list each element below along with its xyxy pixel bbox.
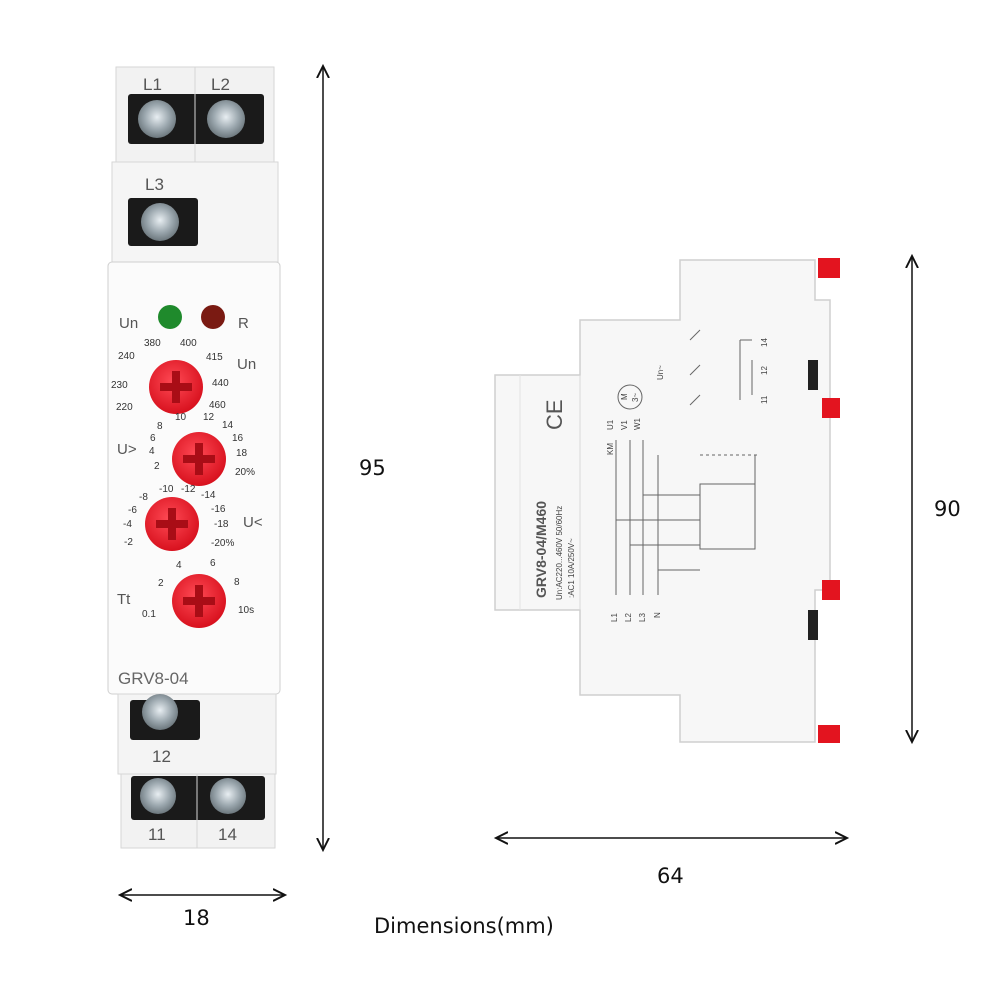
dial-tick: 16 (232, 433, 244, 444)
screw-icon (141, 203, 179, 241)
side-spec-voltage: Un:AC220...460V 50/60Hz (555, 506, 564, 600)
screw-icon (207, 100, 245, 138)
dial-tick: 440 (212, 378, 229, 389)
dial-tick: -4 (123, 519, 132, 530)
diagram-label: L1 (610, 613, 619, 622)
dial-tick: 20% (235, 467, 255, 478)
dial-tick: -12 (181, 484, 196, 495)
terminal-label-l2: L2 (211, 75, 230, 94)
dial-tick: 12 (203, 412, 215, 423)
front-model-label: GRV8-04 (118, 669, 189, 688)
dial-tick: 2 (158, 578, 164, 589)
power-led-icon (158, 305, 182, 329)
dial-tick: -10 (159, 484, 174, 495)
led-label-r: R (238, 315, 249, 332)
diagram-label: M (620, 393, 629, 400)
dial-tick: 6 (210, 558, 216, 569)
side-height-label: 90 (934, 497, 961, 521)
dial-tick: -6 (128, 505, 137, 516)
diagram-label: 11 (760, 395, 769, 404)
dial-under-voltage[interactable]: U< -2 -4 -6 -8 -10 -12 -14 -16 -18 -20% (123, 484, 263, 551)
dial-tick: -20% (211, 538, 234, 549)
side-width-label: 64 (657, 864, 684, 888)
led-label-un: Un (119, 315, 138, 332)
side-spec-contact: :AC1 10A/250V~ (567, 538, 576, 598)
diagram-label: Un~ (656, 365, 665, 380)
ce-mark: CE (542, 399, 567, 430)
dial-tick: 240 (118, 351, 135, 362)
dial-tick: 2 (154, 461, 160, 472)
dial-tick: 18 (236, 448, 248, 459)
front-view: L1 L2 L3 Un R Un 240 230 220 380 400 415… (107, 66, 281, 849)
din-clip-top (818, 258, 840, 278)
dial-tick: 14 (222, 420, 234, 431)
dial-tick: 10s (238, 605, 254, 616)
dial-label-under: U< (243, 514, 263, 531)
terminal-label-12: 12 (152, 747, 171, 766)
dial-tick: 400 (180, 338, 197, 349)
dial-time[interactable]: Tt 0.1 2 4 6 8 10s (117, 558, 254, 628)
diagram-label: 14 (760, 338, 769, 347)
wiring-diagram (615, 329, 760, 595)
side-view: CE GRV8-04/M460 Un:AC220...460V 50/60Hz … (494, 258, 840, 743)
dial-tick: -14 (201, 490, 216, 501)
dial-label-over: U> (117, 441, 137, 458)
dial-tick: 415 (206, 352, 223, 363)
terminal-label-11: 11 (148, 825, 166, 844)
dial-tick: -8 (139, 492, 148, 503)
dial-tick: 8 (234, 577, 240, 588)
dial-tick: 230 (111, 380, 128, 391)
dial-tick: -16 (211, 504, 226, 515)
diagram-label: KM (606, 443, 615, 455)
dial-tick: 460 (209, 400, 226, 411)
dial-label-un: Un (237, 356, 256, 373)
dial-tick: 8 (157, 421, 163, 432)
screw-icon (138, 100, 176, 138)
screw-icon (142, 694, 178, 730)
diagram-label: V1 (620, 420, 629, 430)
screw-icon (140, 778, 176, 814)
dial-tick: 4 (176, 560, 182, 571)
dial-tick: 220 (116, 402, 133, 413)
terminal-label-14: 14 (218, 825, 237, 844)
dial-un[interactable]: Un 240 230 220 380 400 415 440 460 (111, 338, 256, 414)
front-height-label: 95 (359, 456, 386, 480)
diagram-label: L2 (624, 613, 633, 622)
dial-tick: 6 (150, 433, 156, 444)
front-width-label: 18 (183, 906, 210, 930)
dimensions-caption: Dimensions(mm) (374, 914, 554, 938)
dial-tick: 4 (149, 446, 155, 457)
diagram-label: 3~ (631, 393, 640, 402)
terminal-label-l3: L3 (145, 175, 164, 194)
dial-tick: -2 (124, 537, 133, 548)
dial-tick: 380 (144, 338, 161, 349)
side-model-label: GRV8-04/M460 (533, 501, 549, 598)
diagram-label: U1 (606, 419, 615, 430)
dial-tick: -18 (214, 519, 229, 530)
dial-tick: 10 (175, 412, 187, 423)
diagram-label: N (653, 612, 662, 618)
dial-tick: 0.1 (142, 609, 156, 620)
terminal-label-l1: L1 (143, 75, 162, 94)
diagram-label: W1 (633, 417, 642, 430)
relay-led-icon (201, 305, 225, 329)
dimension-lines (120, 66, 912, 895)
dial-over-voltage[interactable]: U> 2 4 6 8 10 12 14 16 18 20% (117, 412, 255, 486)
dial-label-time: Tt (117, 591, 131, 608)
din-clip-bottom (818, 725, 840, 743)
diagram-label: 12 (760, 366, 769, 375)
diagram-label: L3 (638, 613, 647, 622)
screw-icon (210, 778, 246, 814)
